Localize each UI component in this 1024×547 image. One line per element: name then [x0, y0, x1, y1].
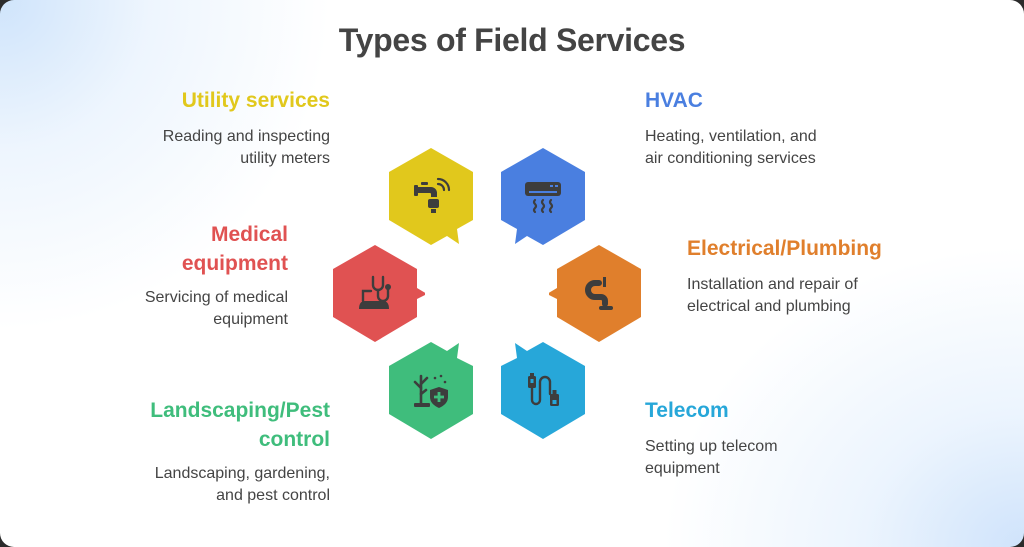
- page-title: Types of Field Services: [338, 22, 686, 58]
- service-landscaping: Landscaping/Pest control Landscaping, ga…: [150, 396, 330, 507]
- service-title: Utility services: [181, 89, 330, 112]
- hex-telecom: [493, 335, 593, 445]
- network-cable-icon: [528, 373, 559, 406]
- hex-electrical: [549, 238, 649, 348]
- service-telecom: Telecom Setting up telecom equipment: [645, 396, 778, 480]
- plant-shield-icon: [413, 374, 448, 408]
- hex-landscaping: [381, 335, 481, 445]
- service-hvac: HVAC Heating, ventilation, and air condi…: [645, 86, 817, 170]
- service-title: Medical equipment: [181, 223, 288, 275]
- service-utility: Utility services Reading and inspecting …: [163, 86, 330, 170]
- service-description: Heating, ventilation, and air conditioni…: [645, 128, 817, 167]
- air-conditioner-icon: [525, 182, 561, 214]
- stethoscope-device-icon: [359, 275, 391, 309]
- service-description: Landscaping, gardening, and pest control: [154, 465, 330, 504]
- smart-water-meter-icon: [414, 177, 451, 213]
- service-description: Reading and inspecting utility meters: [162, 128, 330, 167]
- service-description: Setting up telecom equipment: [645, 438, 778, 477]
- service-title: Landscaping/Pest control: [150, 399, 330, 451]
- hex-utility: [381, 141, 481, 251]
- service-title: Electrical/Plumbing: [687, 237, 882, 260]
- service-description: Installation and repair of electrical an…: [687, 276, 858, 315]
- hex-hvac: [493, 141, 593, 251]
- service-medical: Medical equipment Servicing of medical e…: [145, 220, 288, 331]
- pipe-icon: [585, 277, 613, 310]
- hex-medical: [325, 238, 425, 348]
- service-electrical: Electrical/Plumbing Installation and rep…: [687, 234, 882, 318]
- service-description: Servicing of medical equipment: [144, 289, 288, 328]
- service-title: HVAC: [645, 89, 703, 112]
- service-title: Telecom: [645, 399, 729, 422]
